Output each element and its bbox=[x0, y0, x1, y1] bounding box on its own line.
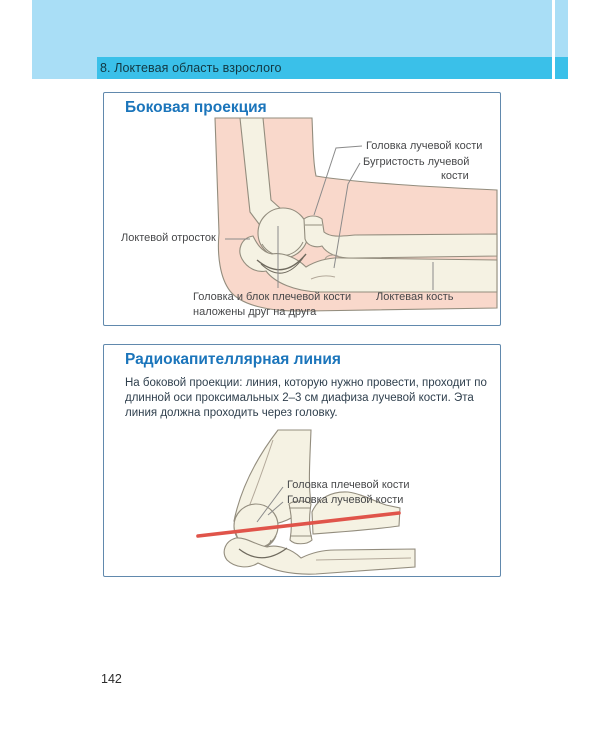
joint-space-arc bbox=[256, 253, 307, 271]
label-radial-head: Головка лучевой кости bbox=[366, 140, 483, 152]
label-radial-tuberosity-line1: Бугристость лучевой bbox=[363, 156, 470, 168]
section1-title: Боковая проекция bbox=[125, 99, 267, 116]
radius-bone bbox=[303, 215, 498, 259]
joint-space-arc-2 bbox=[260, 257, 304, 274]
radial-head bbox=[288, 500, 313, 545]
leader-radial-tuberosity bbox=[333, 162, 361, 269]
leader-radial-head bbox=[313, 145, 363, 216]
leader-capitellum bbox=[256, 486, 284, 523]
label-olecranon: Локтевой отросток bbox=[121, 232, 216, 244]
chapter-header-band bbox=[97, 57, 568, 79]
label-ulna: Локтевая кость bbox=[376, 291, 454, 303]
trochlear-notch-arc bbox=[238, 547, 288, 559]
section2-title: Радиокапителлярная линия bbox=[125, 351, 341, 368]
section2-body: На боковой проекции: линия, которую нужн… bbox=[125, 377, 487, 419]
leader-radial-head-2 bbox=[267, 501, 284, 516]
ulna bbox=[223, 537, 416, 575]
humerus-condyle bbox=[257, 207, 309, 259]
label-capitellum: Головка плечевой кости bbox=[287, 479, 410, 491]
leader-lines bbox=[225, 145, 434, 290]
band-separator-line bbox=[552, 0, 555, 79]
chapter-title: 8. Локтевая область взрослого bbox=[100, 61, 282, 75]
radiocapitellar-red-line bbox=[196, 511, 401, 538]
ulna-ridge bbox=[315, 557, 412, 561]
radius bbox=[311, 491, 401, 535]
elbow-lateral-bone-illustration bbox=[196, 429, 416, 575]
page-number: 142 bbox=[101, 672, 122, 686]
label-superimposed-line1: Головка и блок плечевой кости bbox=[193, 291, 352, 303]
label-radial-tuberosity-line2: кости bbox=[441, 170, 469, 182]
leader-lines-2 bbox=[256, 486, 284, 523]
label-superimposed-line2: наложены друг на друга bbox=[193, 306, 317, 318]
bone-crease bbox=[310, 275, 336, 280]
elbow-lateral-skin-illustration bbox=[214, 117, 498, 312]
label-radial-head-2: Головка лучевой кости bbox=[287, 494, 404, 506]
